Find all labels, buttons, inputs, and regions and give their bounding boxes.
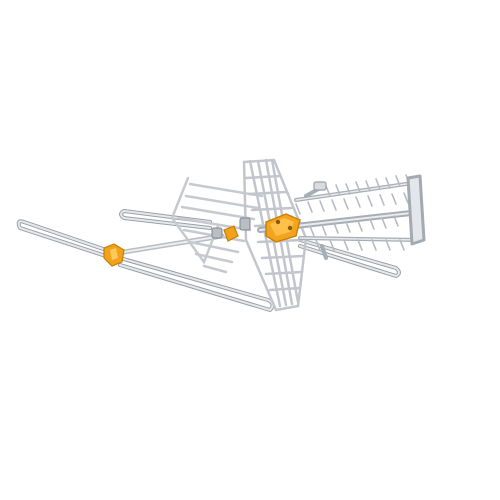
center-orange-clip bbox=[223, 225, 239, 242]
feed-box bbox=[265, 213, 301, 243]
support-arm bbox=[115, 233, 225, 256]
director-elements bbox=[295, 174, 411, 251]
mount-hub bbox=[211, 217, 251, 239]
boom-clamp bbox=[313, 181, 327, 191]
end-bracket bbox=[406, 174, 426, 246]
right-dipole-element bbox=[119, 209, 401, 278]
left-orange-clip bbox=[103, 243, 125, 267]
